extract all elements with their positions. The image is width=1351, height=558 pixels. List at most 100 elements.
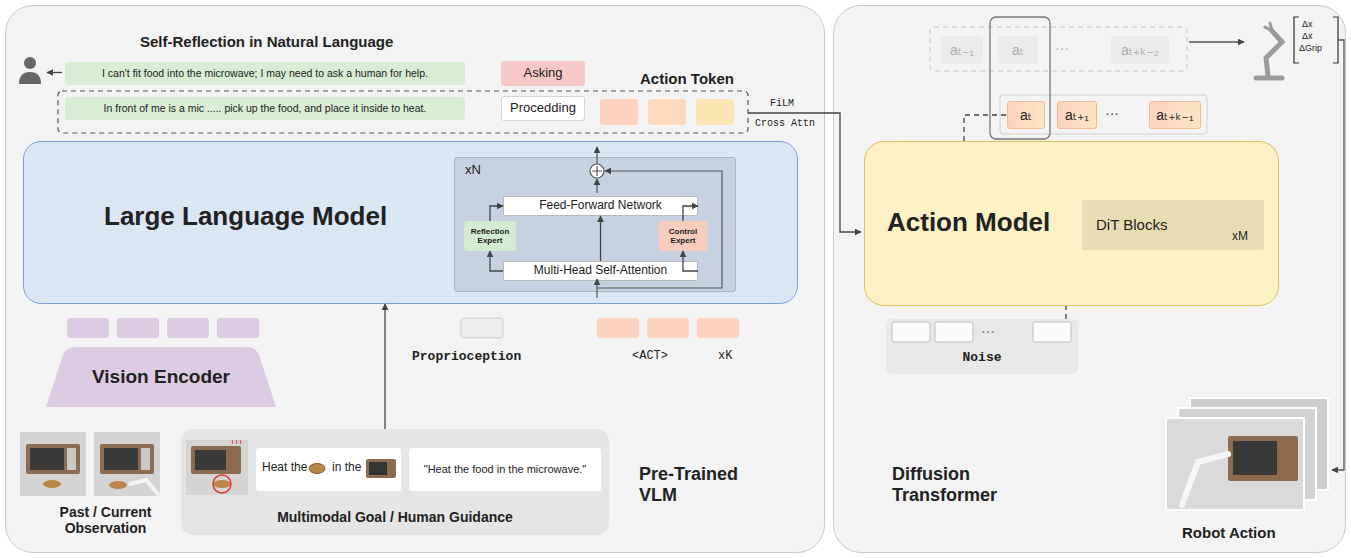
node-text: Large Language Model [104, 202, 387, 232]
node-text: Noise [886, 351, 1078, 366]
food-icon [309, 464, 325, 474]
token-label: xK [718, 350, 732, 364]
input-tokens [67, 318, 109, 338]
connector [683, 206, 698, 221]
text-slot: Control Expert [660, 227, 706, 245]
past-token-strip [930, 27, 1187, 71]
connector [384, 304, 385, 429]
connector-tag: FiLM [770, 98, 794, 110]
label-slot: Δx [1302, 31, 1313, 41]
text-slot: DiT Blocks [1096, 216, 1167, 233]
output-arrow [1332, 40, 1344, 470]
status-tag: Asking [501, 61, 585, 86]
robot-arm-icon [1256, 23, 1282, 78]
node-text: Multimodal Goal / Human Guidance [181, 509, 609, 525]
text-slot: xM [1232, 230, 1248, 244]
robot-action-photos [1166, 418, 1304, 510]
input-tokens [597, 318, 639, 338]
model-block: Large Language Model xN Feed-Forward Netwo… [23, 141, 798, 304]
node-text: xM [1232, 230, 1248, 244]
status-tag: Procedding [501, 96, 585, 121]
layer-box: Feed-Forward Network [503, 196, 698, 216]
text-slot: Large Language Model [104, 202, 387, 232]
text-slot: Feed-Forward Network [539, 199, 662, 213]
expert-box: Control Expert [658, 221, 708, 251]
transformer-arrows [596, 147, 597, 164]
node-text: Asking [523, 66, 562, 81]
speech-bubble: In front of me is a mic ..... pick up th… [65, 97, 465, 120]
dashed-group [58, 91, 748, 133]
transformer-arrows [597, 171, 722, 288]
observation-photo [109, 481, 127, 489]
observation-photo [67, 448, 76, 470]
token-box: aₜ₋₁ [941, 36, 983, 64]
label-slot: <ACT> [632, 350, 668, 364]
section-title: Action Token [640, 70, 734, 87]
transformer-arrows [590, 164, 604, 178]
node-text: Control Expert [660, 227, 706, 245]
panel: Diffusion TransformerAction ModelDiT Blo… [833, 5, 1346, 553]
text-slot: Diffusion Transformer [892, 464, 1022, 505]
prompt-box: Heat the in the [256, 448, 401, 491]
text-slot: Vision Encoder [92, 366, 230, 388]
label-slot: Robot Action [1182, 524, 1276, 541]
node-text: xN [465, 163, 481, 178]
text-slot: xN [465, 163, 481, 178]
observation-photo [30, 448, 64, 470]
node-text: Heat the [262, 461, 307, 475]
robot-action-photos [1233, 441, 1277, 475]
encoder-shape [46, 347, 276, 407]
observation-photo [104, 448, 138, 470]
text-slot: aₜ₊₁ [1065, 107, 1089, 123]
input-tokens [461, 318, 503, 338]
bracket [1294, 17, 1338, 63]
node-text: I can't fit food into the microwave; I m… [102, 67, 428, 79]
expert-box: Reflection Expert [464, 221, 516, 251]
node-text: In front of me is a mic ..... pick up th… [104, 102, 427, 114]
label-slot: Action Token [640, 70, 734, 87]
goal-photo [191, 446, 241, 474]
observation-photo [43, 480, 61, 488]
text-slot: Asking [523, 66, 562, 81]
observation-photo [94, 432, 160, 496]
node-text: Pre-Trained VLM [639, 464, 769, 505]
human-icon [19, 57, 41, 84]
model-block: Action ModelDiT BlocksxM [864, 141, 1279, 306]
node-text: aₜ₋₁ [950, 42, 974, 58]
input-tokens [167, 318, 209, 338]
node-text: aₜ₊₁ [1065, 107, 1089, 123]
input-tokens [217, 318, 259, 338]
observation-photo [100, 444, 154, 474]
transformer-arrows [592, 166, 602, 176]
connector [683, 251, 698, 271]
robot-arm-icon [1266, 31, 1282, 76]
dit-box: DiT Blocks xM [1082, 200, 1264, 250]
label-slot: ··· [1105, 105, 1119, 121]
token-label: <ACT> [632, 350, 668, 364]
robot-action-photos [1182, 454, 1228, 505]
token-box: aₜ₊₁ [1057, 101, 1097, 129]
cross-attn-arrow [748, 113, 861, 232]
text-slot: Noise [886, 351, 1078, 366]
text-slot: aₜ [1020, 107, 1032, 123]
execute-arrow [1189, 41, 1244, 42]
action-component: Δx [1302, 31, 1313, 41]
label-slot: Cross Attn [755, 118, 815, 130]
bracket [1294, 17, 1299, 63]
text-slot: Heat the [262, 461, 307, 475]
observation-photo [20, 432, 86, 496]
node-text: in the [332, 461, 361, 475]
ellipsis: ··· [1055, 40, 1069, 56]
text-slot: Multimodal Goal / Human Guidance [181, 509, 609, 525]
label-slot: xK [718, 350, 732, 364]
noise-squares [1033, 322, 1071, 342]
transformer-arrows [596, 179, 597, 193]
text-slot: aₜ [1012, 42, 1024, 58]
robot-action-photos [1166, 398, 1328, 510]
text-slot: I can't fit food into the microwave; I m… [102, 67, 428, 79]
label-slot: Past / Current Observation [38, 504, 173, 536]
text-slot: in the [332, 461, 361, 475]
robot-action-photos [1190, 398, 1328, 490]
connector [490, 206, 503, 221]
goal-photo [213, 475, 231, 493]
